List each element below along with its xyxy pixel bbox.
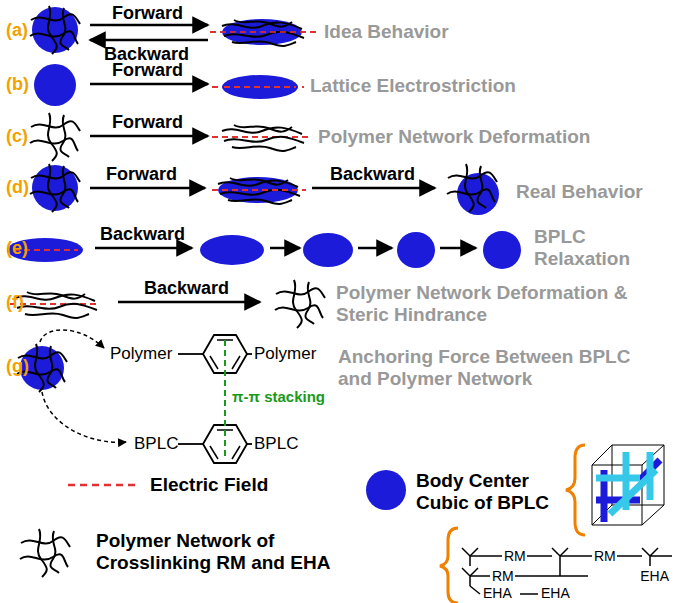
arrow-label: Backward	[144, 278, 229, 299]
legend-swatch	[364, 468, 408, 512]
legend-text: Body Center Cubic of BPLC	[416, 470, 566, 514]
group-name: Polymer	[110, 344, 172, 364]
state-caption: Real Behavior	[516, 181, 643, 203]
arrow-label: Forward	[112, 3, 183, 24]
monomer-name: EHA	[540, 585, 571, 601]
monomer-name: EHA	[639, 568, 670, 584]
row-letter: (e)	[6, 238, 28, 259]
group-name: BPLC	[134, 434, 178, 454]
arrow-label: Backward	[330, 164, 415, 185]
monomer-name: RM	[503, 548, 527, 564]
legend-text: Polymer Network of Crosslinking RM and E…	[96, 530, 376, 574]
row-letter: (a)	[6, 20, 28, 41]
row-letter: (g)	[6, 356, 29, 377]
group-name: Polymer	[254, 344, 316, 364]
state-caption: Idea Behavior	[324, 21, 449, 43]
state-caption: Polymer Network Deformation	[318, 126, 590, 148]
arrow-label: Forward	[106, 164, 177, 185]
state-caption: BPLC Relaxation	[534, 226, 654, 270]
state-caption: Polymer Network Deformation & Steric Hin…	[336, 282, 666, 326]
row-letter: (f)	[6, 292, 24, 313]
state-caption: Lattice Electrostriction	[310, 75, 516, 97]
legend-text: Electric Field	[150, 474, 268, 496]
monomer-name: EHA	[482, 585, 513, 601]
monomer-name: RM	[491, 568, 515, 584]
monomer-name: RM	[593, 548, 617, 564]
interaction-label: π-π stacking	[232, 388, 325, 405]
row-letter: (c)	[6, 126, 28, 147]
arrow-label: Backward	[100, 224, 185, 245]
arrow-label: Forward	[112, 60, 183, 81]
row-letter: (b)	[6, 74, 29, 95]
row-letter: (d)	[6, 177, 29, 198]
group-name: BPLC	[254, 434, 298, 454]
state-caption: Anchoring Force Between BPLC and Polymer…	[338, 346, 658, 390]
arrow-label: Forward	[112, 112, 183, 133]
